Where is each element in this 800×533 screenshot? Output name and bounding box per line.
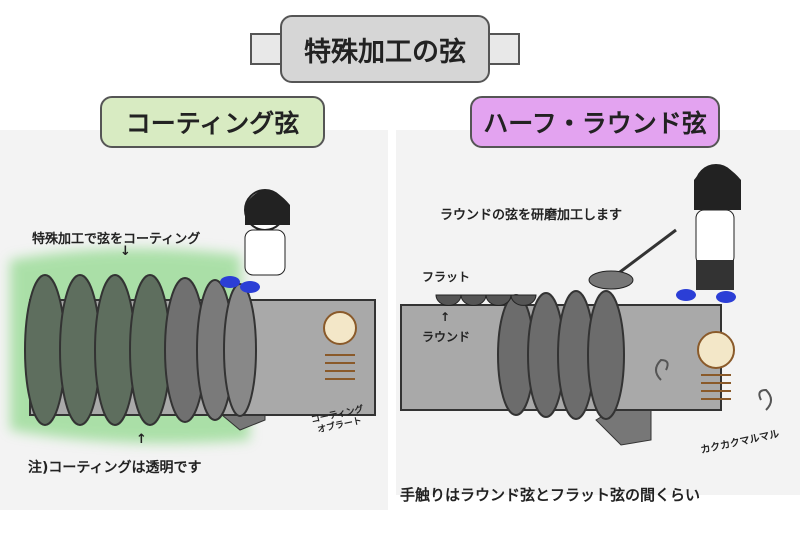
coil-windings — [497, 290, 625, 420]
arrow-up: ↑ — [136, 432, 147, 447]
half-round-string-illustration — [400, 164, 772, 446]
grinding-caption: ラウンドの弦を研磨加工します — [440, 208, 623, 223]
grinder-tool — [588, 228, 677, 290]
person-figure — [676, 164, 741, 303]
person-figure — [220, 189, 290, 293]
arrow-down: ↓ — [120, 244, 131, 259]
page-title: 特殊加工の弦 — [280, 15, 490, 83]
coating-caption: 特殊加工で弦をコーティング — [32, 232, 201, 247]
mascot-figure — [655, 331, 772, 411]
arrow-up: ↑ — [440, 310, 451, 324]
summary-caption: 手触りはラウンド弦とフラット弦の間くらい — [400, 486, 701, 504]
mascot-figure — [323, 311, 357, 380]
flat-round-profile — [435, 294, 537, 306]
flat-label: フラット — [422, 270, 471, 284]
half-round-string-heading: ハーフ・ラウンド弦 — [470, 96, 720, 148]
round-label: ラウンド — [422, 330, 471, 344]
coil-windings — [24, 274, 257, 426]
coated-string-illustration — [10, 189, 376, 444]
coating-note: 注)コーティングは透明です — [28, 460, 202, 476]
coating-string-heading: コーティング弦 — [100, 96, 325, 148]
